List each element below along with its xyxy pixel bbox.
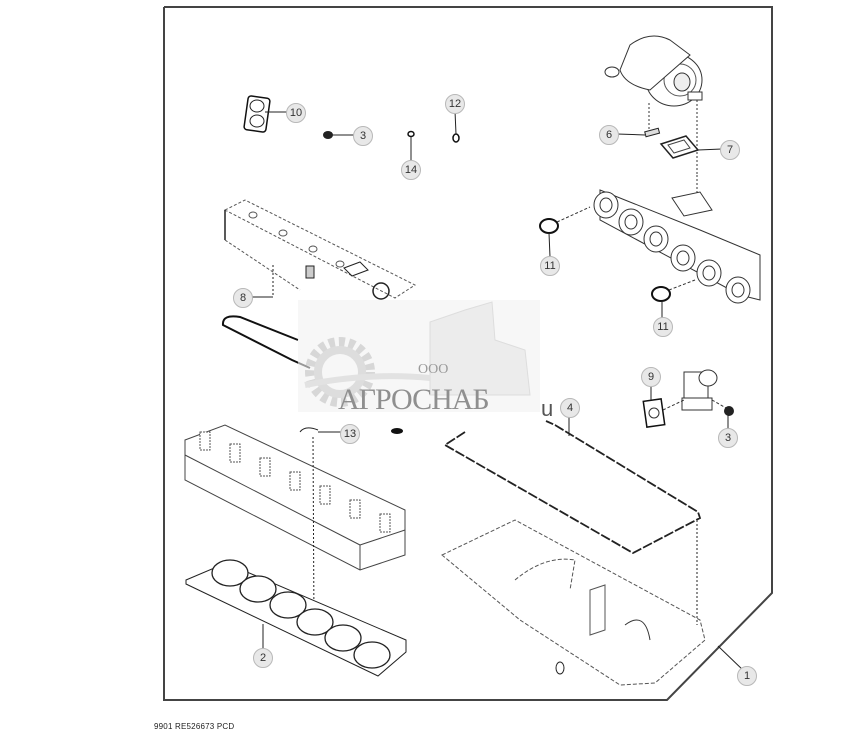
callout-6: 6	[599, 125, 619, 145]
seal-plug-drawing	[724, 406, 734, 416]
thermostat-housing-drawing	[681, 369, 718, 411]
callout-12: 12	[445, 94, 465, 114]
callout-11: 11	[653, 317, 673, 337]
callout-1: 1	[737, 666, 757, 686]
diagram-frame	[163, 6, 773, 701]
cylinder-head-gasket-drawing	[185, 559, 407, 677]
watermark-prefix: ООО	[418, 362, 449, 377]
callout-8: 8	[233, 288, 253, 308]
callout-14: 14	[401, 160, 421, 180]
turbocharger-drawing	[604, 35, 703, 107]
seal-plug-drawing	[323, 131, 333, 139]
callout-7: 7	[720, 140, 740, 160]
rocker-cover-gasket-drawing	[221, 315, 311, 369]
callout-4: 4	[560, 398, 580, 418]
figure-reference: 9901 RE526673 PCD	[154, 722, 235, 731]
watermark-brand: АГРОСНАБ	[338, 383, 490, 416]
oil-pan-drawing	[441, 519, 706, 686]
turbo-oil-gasket-drawing	[644, 127, 661, 138]
callout-10: 9	[641, 367, 661, 387]
callout-13: 13	[340, 424, 360, 444]
rocker-cover-drawing	[223, 199, 417, 300]
o-ring-drawing	[452, 133, 460, 143]
callout-9: 10	[286, 103, 306, 123]
callout-11: 11	[540, 256, 560, 276]
cylinder-head-drawing	[184, 424, 406, 571]
washer-seal-drawing	[407, 130, 415, 138]
stray-glyph: u	[541, 396, 554, 421]
oil-pan-gasket-drawing	[443, 420, 702, 555]
callout-3: 3	[353, 126, 373, 146]
turbo-mounting-gasket-drawing	[659, 135, 700, 159]
two-port-gasket-drawing	[243, 95, 271, 133]
exhaust-manifold-drawing	[593, 189, 761, 304]
exhaust-manifold-gasket-drawing	[651, 286, 671, 302]
callout-2: 2	[253, 648, 273, 668]
callout-3: 3	[718, 428, 738, 448]
thermostat-housing-gasket-drawing	[642, 398, 666, 428]
exhaust-manifold-gasket-drawing	[539, 218, 559, 234]
watermark-logo	[298, 300, 540, 412]
